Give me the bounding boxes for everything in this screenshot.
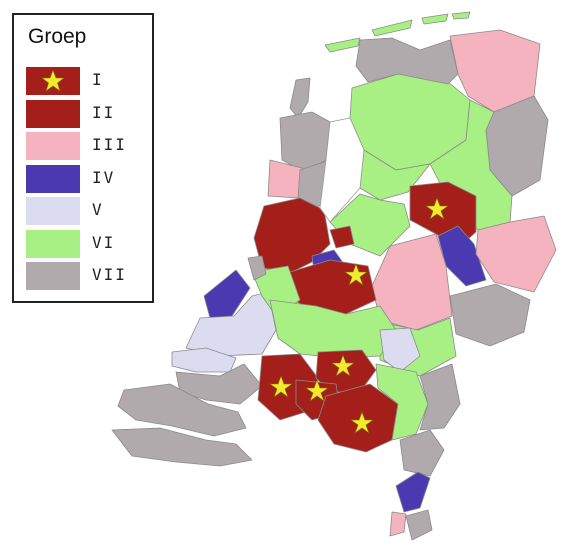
legend-label: III	[92, 135, 127, 154]
legend-label: V	[92, 200, 104, 219]
island-ameland	[421, 13, 449, 25]
legend-swatch	[26, 262, 80, 290]
region-noord-holland-red	[253, 197, 331, 273]
region-brabant-red-south	[317, 383, 399, 453]
island-texel	[289, 77, 311, 119]
region-brabant-green-east	[375, 363, 429, 441]
island-vlieland	[324, 37, 361, 53]
star-icon	[331, 354, 355, 377]
region-zuid-holland-grey	[247, 255, 267, 281]
star-icon	[305, 379, 329, 402]
legend-item: VI	[26, 229, 146, 260]
island-schiermonnikoog	[451, 11, 471, 20]
island-terschelling	[371, 19, 413, 37]
region-gelderland-east-grey	[449, 283, 531, 347]
region-overijssel-pink-east	[475, 215, 557, 293]
legend-swatch	[26, 197, 80, 225]
legend-item: II	[26, 99, 146, 130]
legend-item: VII	[26, 262, 146, 292]
region-limburg-grey-south	[405, 509, 433, 541]
region-limburg-grey-north	[399, 429, 445, 477]
region-limburg-blue	[395, 471, 431, 513]
star-icon	[350, 411, 374, 434]
legend-label: VI	[92, 232, 116, 252]
ijsselmeer-water	[319, 117, 365, 223]
legend-label: II	[92, 102, 116, 122]
legend-label: IV	[92, 167, 116, 187]
region-rivers-lavender	[379, 327, 421, 373]
legend-label: VII	[92, 265, 127, 284]
region-small-red-north	[329, 225, 355, 249]
region-limburg-pink	[389, 511, 407, 537]
legend-item: IV	[26, 164, 146, 195]
map-stars	[269, 197, 449, 434]
star-icon	[269, 375, 293, 398]
region-zeeland-grey-2	[117, 383, 247, 437]
legend-swatch	[26, 99, 80, 128]
region-groningen-grey	[355, 37, 459, 85]
star-icon	[425, 197, 449, 220]
legend-swatch	[26, 229, 80, 258]
region-brabant-grey-east	[419, 363, 461, 431]
legend-item: III	[26, 132, 146, 162]
legend-swatch	[26, 164, 80, 193]
star-icon	[344, 263, 368, 286]
star-icon	[41, 69, 65, 92]
legend-item: I	[26, 67, 146, 97]
legend-item: V	[26, 197, 146, 227]
legend-label: I	[92, 70, 104, 89]
region-zeeland-grey-3	[111, 427, 253, 467]
legend-title: Groep	[28, 25, 87, 48]
legend-swatch	[26, 132, 80, 160]
region-leiden-blue	[203, 269, 251, 319]
